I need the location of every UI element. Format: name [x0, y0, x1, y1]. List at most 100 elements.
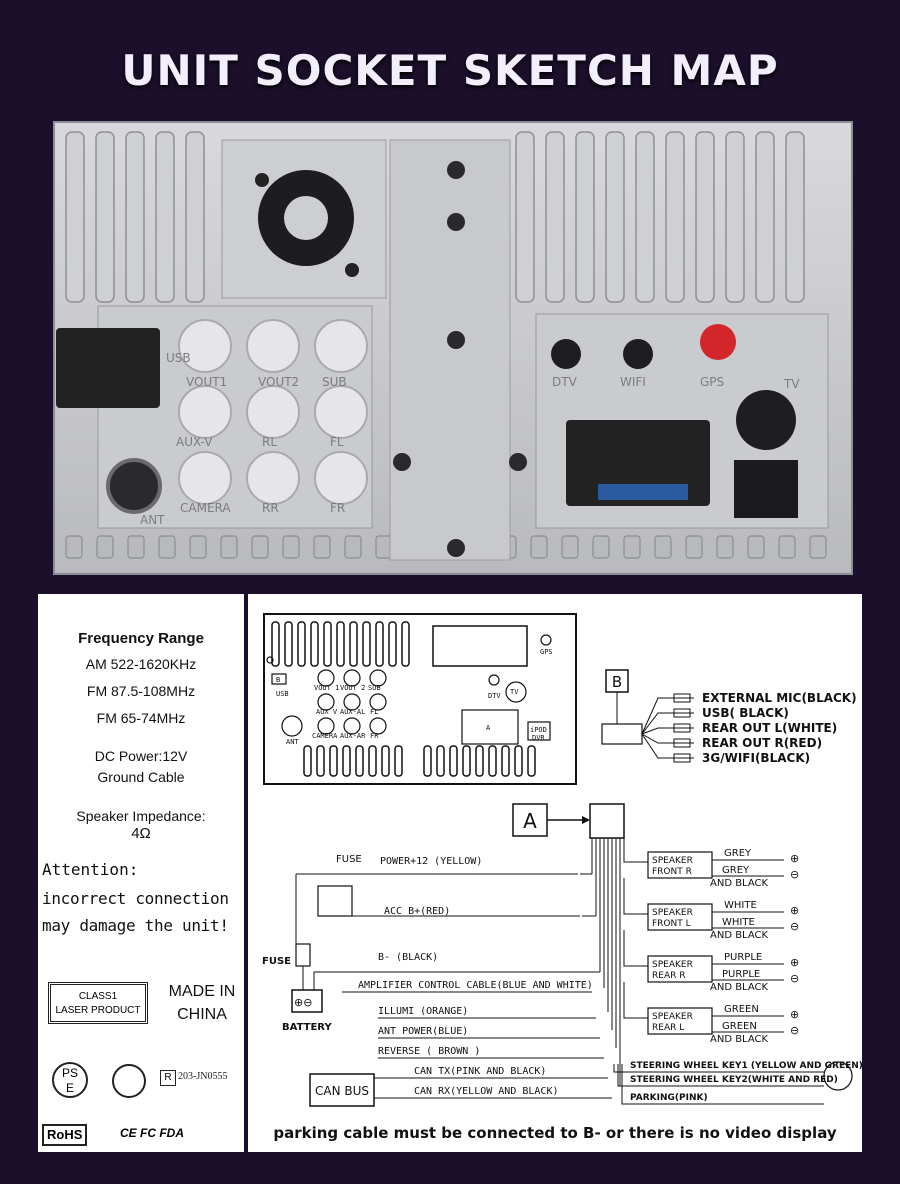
vent-slot — [158, 535, 176, 559]
mini-vent-top — [271, 621, 410, 667]
mini-slot — [342, 745, 351, 777]
speaker-color-pos: GREY — [724, 848, 752, 859]
speaker-impedance-label: Speaker Impedance: — [76, 808, 206, 824]
gps-antenna-icon — [700, 324, 736, 360]
vent-slot — [155, 131, 175, 303]
can-bus-box — [309, 1073, 375, 1107]
minus-icon: ⊖ — [790, 868, 799, 881]
vent-slot — [189, 535, 207, 559]
vent-slot — [785, 131, 805, 303]
b-plug — [673, 708, 691, 718]
b-connector-labels: EXTERNAL MIC(BLACK)USB( BLACK)REAR OUT L… — [702, 691, 857, 765]
photo-label: SUB — [322, 375, 347, 389]
attention-line-1: incorrect connection — [42, 889, 229, 908]
rca-jack — [246, 451, 300, 505]
mini-slot — [388, 621, 397, 667]
power-wires — [295, 873, 582, 990]
vent-slot — [561, 535, 579, 559]
bolt-icon — [393, 453, 411, 471]
b-wire — [641, 733, 694, 759]
speaker-color-pos: GREEN — [724, 1004, 759, 1015]
mini-slot — [462, 745, 471, 777]
a-harness-plug — [589, 803, 625, 839]
speaker-color-neg-suffix: AND BLACK — [710, 878, 769, 889]
made-in-china: MADE IN CHINA — [162, 980, 242, 1026]
bolt-icon — [447, 331, 465, 349]
vent-slot — [545, 131, 565, 303]
speaker-color-neg: GREEN — [722, 1021, 757, 1032]
screw-icon — [345, 263, 359, 277]
wire-label: REVERSE ( BROWN ) — [378, 1046, 480, 1057]
mini-slot — [271, 621, 280, 667]
vent-slot — [716, 535, 734, 559]
speaker-position: FRONT R — [652, 867, 692, 877]
steering-wires — [613, 1064, 824, 1105]
fm-range-2: FM 65-74MHz — [96, 710, 186, 726]
speaker-box — [647, 903, 713, 931]
speaker-color-pos: WHITE — [724, 900, 757, 911]
speaker-label: SPEAKER — [652, 1012, 693, 1022]
mini-harness-block — [461, 709, 519, 745]
bolt-icon — [447, 213, 465, 231]
laser-product-label: CLASS1 LASER PRODUCT — [48, 982, 148, 1024]
mini-rca-circles — [266, 634, 552, 737]
photo-label: USB — [166, 351, 191, 365]
photo-label: TV — [783, 377, 800, 391]
mini-slot — [488, 745, 497, 777]
mini-slot — [297, 621, 306, 667]
vent-slot — [605, 131, 625, 303]
pse-text-2: E — [65, 1081, 74, 1095]
speaker-position: REAR L — [652, 1023, 684, 1033]
vent-slot — [747, 535, 765, 559]
steering-wire — [617, 1064, 824, 1087]
wire-label: CAN TX(PINK AND BLACK) — [414, 1066, 546, 1077]
battery-label: BATTERY — [282, 1022, 332, 1033]
cert-r-box: R — [160, 1070, 176, 1086]
vent-slot — [344, 535, 362, 559]
mini-label: USB — [276, 690, 289, 698]
pse-mark-icon: PS E — [52, 1062, 88, 1098]
bolt-icon — [447, 539, 465, 557]
mini-ipod-block — [527, 721, 551, 741]
mini-ant — [281, 715, 303, 737]
rca-jack — [178, 385, 232, 439]
b-connector-plug — [601, 723, 643, 745]
plus-icon: ⊕ — [790, 904, 799, 917]
can-bus-label: CAN BUS — [315, 1084, 369, 1098]
plus-icon: ⊕ — [790, 1008, 799, 1021]
mini-label: DTV — [488, 692, 501, 700]
vent-slot — [220, 535, 238, 559]
b-connector-label: B — [612, 673, 622, 691]
mini-label: AUX-AR — [340, 732, 366, 740]
a-arrowhead — [582, 816, 590, 824]
mini-gps — [540, 634, 552, 646]
battery-terminals: ⊕⊖ — [294, 996, 312, 1009]
fuse-left-label: FUSE — [262, 956, 291, 967]
wire-label: B- (BLACK) — [378, 952, 438, 963]
mini-slot — [449, 745, 458, 777]
plus-icon: ⊕ — [790, 956, 799, 969]
am-range: AM 522-1620KHz — [85, 656, 197, 672]
mini-rca — [343, 693, 361, 711]
speaker-position: REAR R — [652, 971, 685, 981]
speaker-label: SPEAKER — [652, 960, 693, 970]
fuse-icon — [295, 943, 311, 967]
speaker-color-neg: GREY — [722, 865, 750, 876]
steering-wheel-icon — [823, 1061, 853, 1091]
tv-hole — [736, 390, 796, 450]
telec-mark-icon — [112, 1064, 146, 1098]
b-wire — [641, 712, 694, 735]
mini-rca — [369, 669, 387, 687]
vent-slot — [125, 131, 145, 303]
mini-slot — [362, 621, 371, 667]
attention-line-2: may damage the unit! — [42, 916, 229, 935]
mini-label: A — [486, 724, 491, 732]
mini-label: VOUT 1 — [314, 684, 339, 692]
steering-label: PARKING(PINK) — [630, 1093, 708, 1103]
pse-text-1: PS — [61, 1066, 78, 1080]
rohs-mark: RoHS — [42, 1124, 88, 1146]
vent-slots-top — [65, 131, 805, 303]
vent-slot — [575, 131, 595, 303]
dc-power: DC Power:12V — [94, 748, 188, 764]
